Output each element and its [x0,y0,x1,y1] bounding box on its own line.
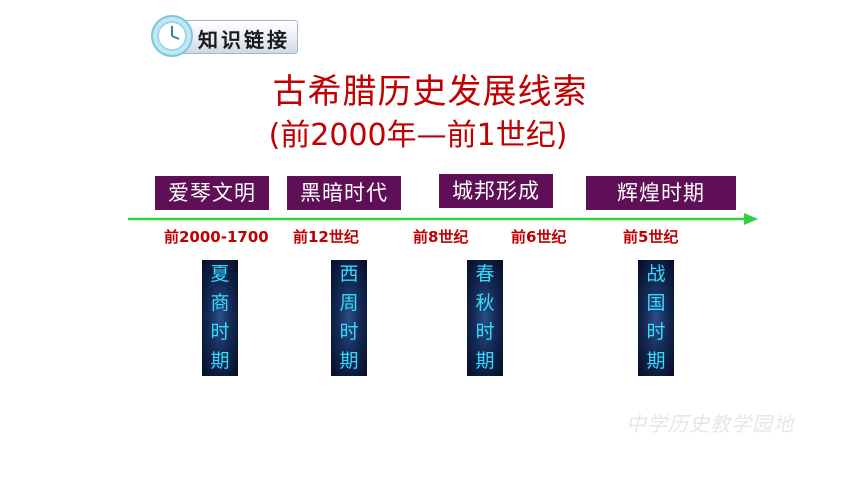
dynasty-char: 期 [646,350,666,372]
date-label: 前5世纪 [623,228,679,246]
dynasty-char: 秋 [475,292,495,314]
dynasty-char: 春 [475,263,495,285]
period-box-golden-age: 辉煌时期 [586,176,736,210]
dynasty-char: 时 [210,321,230,343]
date-label: 前12世纪 [293,228,359,246]
date-label: 前6世纪 [511,228,567,246]
page-subtitle: (前2000年—前1世纪) [268,118,568,153]
period-box-aegean: 爱琴文明 [155,176,269,210]
dynasty-char: 期 [475,350,495,372]
dynasty-char: 商 [210,292,230,314]
period-box-city-state: 城邦形成 [439,174,553,208]
badge-label: 知识链接 [198,28,290,52]
period-box-dark-age: 黑暗时代 [287,176,401,210]
dynasty-char: 战 [646,263,666,285]
dynasty-char: 国 [646,292,666,314]
watermark: 中学历史教学园地 [626,412,794,436]
dynasty-box-spring-autumn: 春 秋 时 期 [467,260,503,376]
dynasty-char: 时 [646,321,666,343]
dynasty-char: 周 [339,292,359,314]
dynasty-char: 时 [475,321,495,343]
section-badge: 知识链接 [150,14,300,58]
clock-icon [151,15,193,57]
dynasty-box-western-zhou: 西 周 时 期 [331,260,367,376]
dynasty-char: 时 [339,321,359,343]
dynasty-char: 西 [339,263,359,285]
dynasty-box-xia-shang: 夏 商 时 期 [202,260,238,376]
dynasty-box-warring-states: 战 国 时 期 [638,260,674,376]
date-label: 前8世纪 [413,228,469,246]
page-title: 古希腊历史发展线索 [272,72,588,112]
dynasty-char: 期 [339,350,359,372]
dynasty-char: 夏 [210,263,230,285]
date-label: 前2000-1700 [164,228,269,246]
timeline-arrow [128,213,758,225]
dynasty-char: 期 [210,350,230,372]
